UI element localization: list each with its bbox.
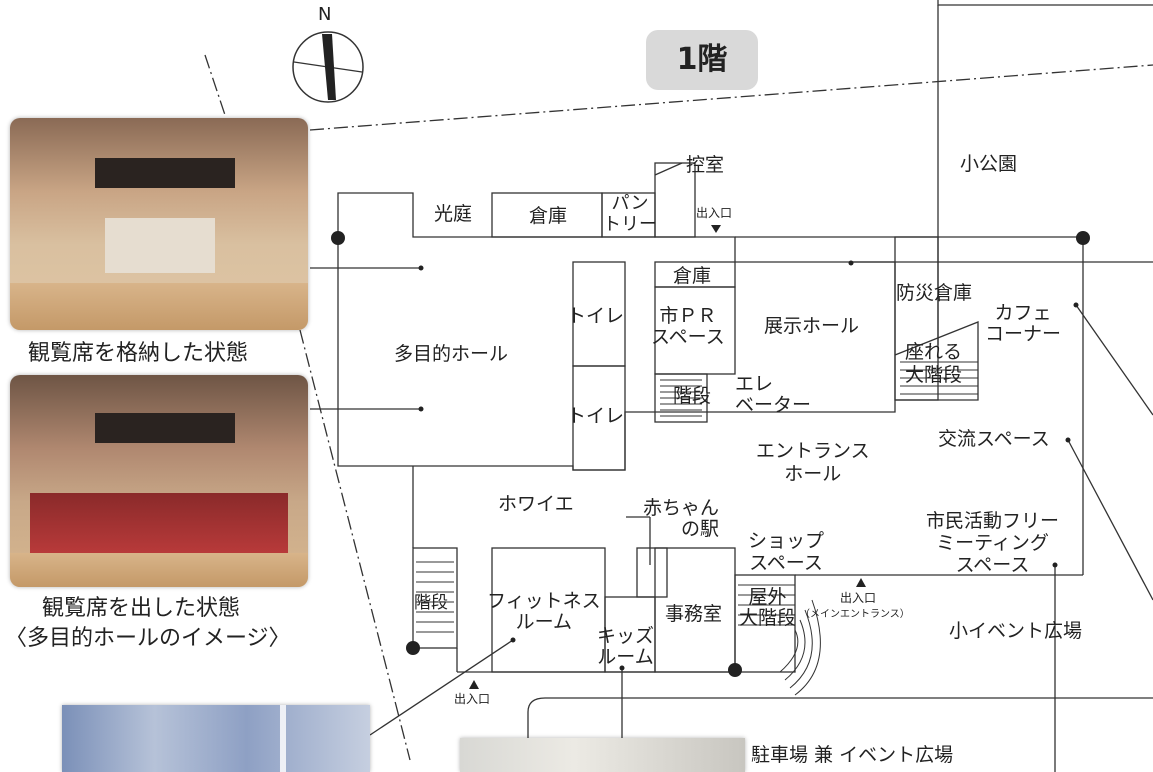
label-fitness-room: フィットネス ルーム (487, 590, 601, 633)
label-toilet-2: トイレ (567, 405, 625, 427)
label-courtyard: 光庭 (434, 203, 473, 225)
label-office: 事務室 (665, 603, 723, 625)
label-toilet-1: トイレ (567, 305, 625, 327)
compass-icon (292, 31, 364, 103)
caption-stored: 観覧席を格納した状態 (28, 341, 249, 366)
label-exchange-space: 交流スペース (938, 428, 1050, 450)
label-big-stairs-seat: 座れる 大階段 (905, 341, 963, 386)
label-foyer: ホワイエ (498, 493, 574, 515)
compass-north-label: N (318, 4, 332, 25)
label-small-event: 小イベント広場 (949, 620, 1083, 642)
label-stairs-mid: 階段 (673, 385, 712, 407)
label-cafe: カフェ コーナー (985, 302, 1062, 345)
kids-photo (460, 738, 745, 772)
caption-hall-image: 〈多目的ホールのイメージ〉 (5, 626, 291, 651)
label-elevator: エレ ベーター (735, 373, 812, 416)
label-pantry: パン トリー (603, 193, 657, 235)
label-entrance-top: 出入口 (696, 206, 733, 220)
label-pr-space: 市ＰＲ スペース (651, 305, 725, 348)
label-waiting-room: 控室 (686, 154, 725, 176)
label-kids-room: キッズ ルーム (597, 625, 655, 668)
label-main-entrance-note: （メインエントランス） (800, 609, 910, 620)
label-parking: 駐車場 兼 イベント広場 (751, 744, 954, 766)
label-storage-top: 倉庫 (529, 205, 568, 227)
label-shop-space: ショップ スペース (748, 530, 825, 574)
label-stairs-left: 階段 (414, 593, 448, 613)
hall-photo-extended (10, 375, 308, 587)
hall-photo-stored (10, 118, 308, 330)
label-main-entrance: 出入口 (840, 591, 877, 605)
label-free-meeting: 市民活動フリー ミーティング スペース (926, 510, 1060, 576)
caption-extended: 観覧席を出した状態 (42, 596, 241, 621)
label-entrance-hall: エントランス ホール (756, 440, 870, 485)
fitness-photo (62, 705, 370, 772)
floor-badge: 1階 (646, 30, 758, 90)
label-multi-hall: 多目的ホール (394, 343, 509, 365)
label-outdoor-stairs: 屋外 大階段 (739, 586, 797, 629)
label-entrance-bottom: 出入口 (454, 692, 491, 706)
label-disaster-storage: 防災倉庫 (896, 282, 973, 304)
label-baby-station: 赤ちゃん の駅 (643, 497, 720, 540)
label-exhibit-hall: 展示ホール (764, 315, 860, 337)
label-park: 小公園 (960, 153, 1018, 175)
label-storage-mid: 倉庫 (673, 265, 712, 287)
